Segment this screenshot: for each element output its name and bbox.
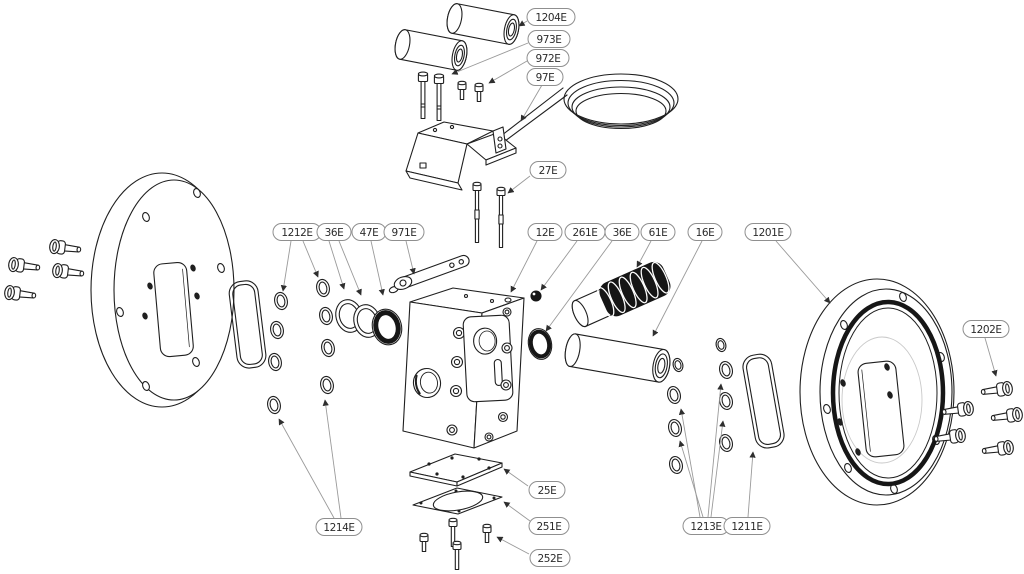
bottom-gasket-251E bbox=[412, 487, 503, 515]
callout-label: 1212E bbox=[281, 227, 312, 239]
callout-label: 16E bbox=[696, 227, 715, 239]
callout-label: 973E bbox=[536, 34, 561, 46]
callout-label: 1201E bbox=[752, 227, 783, 239]
callout-label: 12E bbox=[536, 227, 555, 239]
o-rings-1212E-1214E bbox=[265, 277, 337, 416]
left-end-cover bbox=[90, 172, 235, 408]
callout-16E[interactable]: 16E bbox=[687, 223, 723, 241]
left-cover-screws bbox=[3, 238, 86, 304]
left-cover-gasket bbox=[228, 280, 267, 369]
callout-25E[interactable]: 25E bbox=[528, 481, 566, 499]
callout-972E[interactable]: 972E bbox=[526, 49, 570, 67]
cylinder-16E bbox=[564, 333, 671, 383]
callout-label: 971E bbox=[391, 227, 416, 239]
callout-36E-right[interactable]: 36E bbox=[604, 223, 640, 241]
callout-label: 251E bbox=[536, 521, 561, 533]
coiled-hose-97E bbox=[494, 73, 679, 146]
spool-61E bbox=[571, 261, 671, 328]
callout-47E[interactable]: 47E bbox=[351, 223, 387, 241]
seal-rings-36E-47E bbox=[335, 299, 403, 346]
callout-label: 1213E bbox=[690, 521, 721, 533]
mounting-bracket bbox=[405, 121, 517, 191]
callout-label: 972E bbox=[535, 53, 560, 65]
right-end-cover-1201E bbox=[799, 278, 955, 506]
callout-261E[interactable]: 261E bbox=[564, 223, 606, 241]
callout-1214E[interactable]: 1214E bbox=[315, 518, 363, 536]
callout-label: 61E bbox=[649, 227, 668, 239]
o-rings-1213E bbox=[665, 336, 735, 476]
lever-arm-971E bbox=[388, 254, 470, 294]
callout-label: 97E bbox=[536, 72, 555, 84]
callout-label: 36E bbox=[613, 227, 632, 239]
callout-label: 36E bbox=[325, 227, 344, 239]
callout-973E[interactable]: 973E bbox=[527, 30, 571, 48]
callout-label: 47E bbox=[360, 227, 379, 239]
callout-1213E[interactable]: 1213E bbox=[682, 517, 730, 535]
cap-screws-252E bbox=[419, 517, 492, 571]
roller-pins-1204E bbox=[392, 1, 522, 73]
callout-1201E[interactable]: 1201E bbox=[744, 223, 792, 241]
callout-61E[interactable]: 61E bbox=[640, 223, 676, 241]
gasket-1211E bbox=[742, 353, 785, 449]
callout-1211E[interactable]: 1211E bbox=[723, 517, 771, 535]
callout-1212E[interactable]: 1212E bbox=[272, 223, 322, 241]
callout-label: 1214E bbox=[323, 522, 354, 534]
callout-label: 1204E bbox=[535, 12, 566, 24]
callout-label: 1202E bbox=[970, 324, 1001, 336]
callout-label: 27E bbox=[539, 165, 558, 177]
callout-252E[interactable]: 252E bbox=[529, 549, 571, 567]
bottom-plate-25E bbox=[409, 453, 503, 487]
seal-ring-36E-right bbox=[527, 328, 553, 360]
callout-12E[interactable]: 12E bbox=[527, 223, 563, 241]
callout-251E[interactable]: 251E bbox=[528, 517, 570, 535]
callout-97E[interactable]: 97E bbox=[526, 68, 564, 86]
callout-1202E[interactable]: 1202E bbox=[962, 320, 1010, 338]
valve-block bbox=[402, 287, 525, 449]
callout-label: 252E bbox=[537, 553, 562, 565]
cap-screws-972E bbox=[457, 80, 484, 103]
nut-261E bbox=[530, 290, 542, 302]
cap-screws-27E bbox=[472, 181, 506, 249]
callout-971E[interactable]: 971E bbox=[383, 223, 425, 241]
callout-1204E[interactable]: 1204E bbox=[526, 8, 576, 26]
callouts: 1204E 973E 972E 97E 27E 1212E 36E 47E bbox=[272, 8, 1010, 567]
callout-36E-left[interactable]: 36E bbox=[316, 223, 352, 241]
callout-label: 25E bbox=[538, 485, 557, 497]
callout-label: 1211E bbox=[731, 521, 762, 533]
callout-label: 261E bbox=[572, 227, 597, 239]
leader-lines bbox=[278, 20, 998, 555]
callout-27E[interactable]: 27E bbox=[529, 161, 567, 179]
cap-screws-973E bbox=[417, 71, 445, 122]
